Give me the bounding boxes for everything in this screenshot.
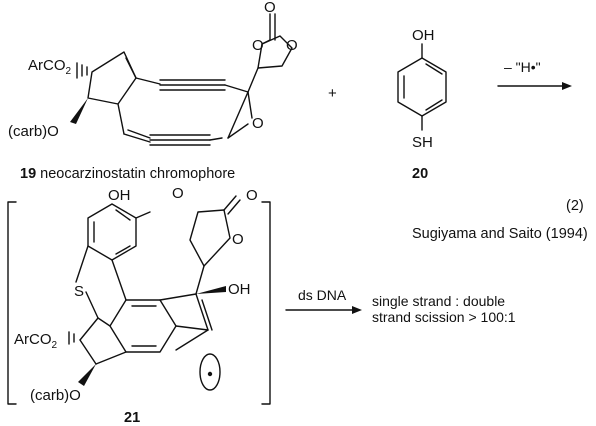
- citation-text: Sugiyama and Saito (1994): [412, 226, 588, 242]
- arrow-head-icon: [562, 82, 572, 90]
- arco2-subscript-19: 2: [66, 66, 72, 77]
- reaction-arrow-2: [285, 306, 362, 314]
- equation-number: (2): [566, 198, 584, 214]
- svg-text:ArCO2: ArCO2: [14, 331, 58, 351]
- compound-19-structure: [70, 13, 293, 146]
- compound-21-number: 21: [124, 410, 140, 426]
- hashed-bond-icon: [76, 62, 88, 79]
- sulfur-21: S: [74, 283, 84, 300]
- ring-o-b-19: O: [286, 37, 298, 54]
- result-line-1: single strand : double: [372, 293, 505, 309]
- result-line-2: strand scission > 100:1: [372, 309, 516, 325]
- arrow-2-label: ds DNA: [298, 287, 347, 303]
- plus-sign: +: [328, 85, 337, 102]
- oh-text-20: OH: [412, 27, 435, 44]
- wedge-bond-icon: [78, 364, 96, 386]
- svg-text:ArCO2: ArCO2: [28, 57, 72, 77]
- ring-o-a-21: O: [172, 185, 184, 202]
- oh-top-21: OH: [108, 187, 131, 204]
- ring-o-b-21: O: [232, 231, 244, 248]
- carb-o-text-21: (carb)O: [30, 387, 81, 404]
- compound-20-structure: [397, 43, 447, 131]
- wedge-bond-icon: [196, 286, 226, 294]
- oh-side-21: OH: [228, 281, 251, 298]
- carb-o-text-19: (carb)O: [8, 123, 59, 140]
- sh-text-20: SH: [412, 134, 433, 151]
- compound-19-caption: 19 neocarzinostatin chromophore: [20, 166, 235, 182]
- arco2-text-19: ArCO: [28, 57, 66, 74]
- radical-orbital-icon: [199, 353, 221, 391]
- ring-o-a-19: O: [252, 37, 264, 54]
- wedge-bond-icon: [70, 98, 88, 124]
- compound-19-number: 19: [20, 166, 36, 182]
- compound-21-structure: [68, 195, 241, 391]
- arrow-head-icon: [352, 306, 362, 314]
- epoxide-o-19: O: [252, 115, 264, 132]
- arrow-1-label: – "H•": [504, 59, 541, 75]
- radical-dot-icon: [207, 371, 213, 377]
- arco2-text-21: ArCO: [14, 331, 52, 348]
- carbonyl-o-19: O: [264, 0, 276, 16]
- arco2-subscript-21: 2: [52, 340, 58, 351]
- hashed-bond-icon: [68, 331, 75, 345]
- compound-21-brackets: [7, 201, 271, 405]
- reaction-arrow-1: [497, 82, 572, 90]
- carbonyl-o-21: O: [246, 187, 258, 204]
- compound-19-name: neocarzinostatin chromophore: [36, 166, 235, 182]
- compound-20-number: 20: [412, 166, 428, 182]
